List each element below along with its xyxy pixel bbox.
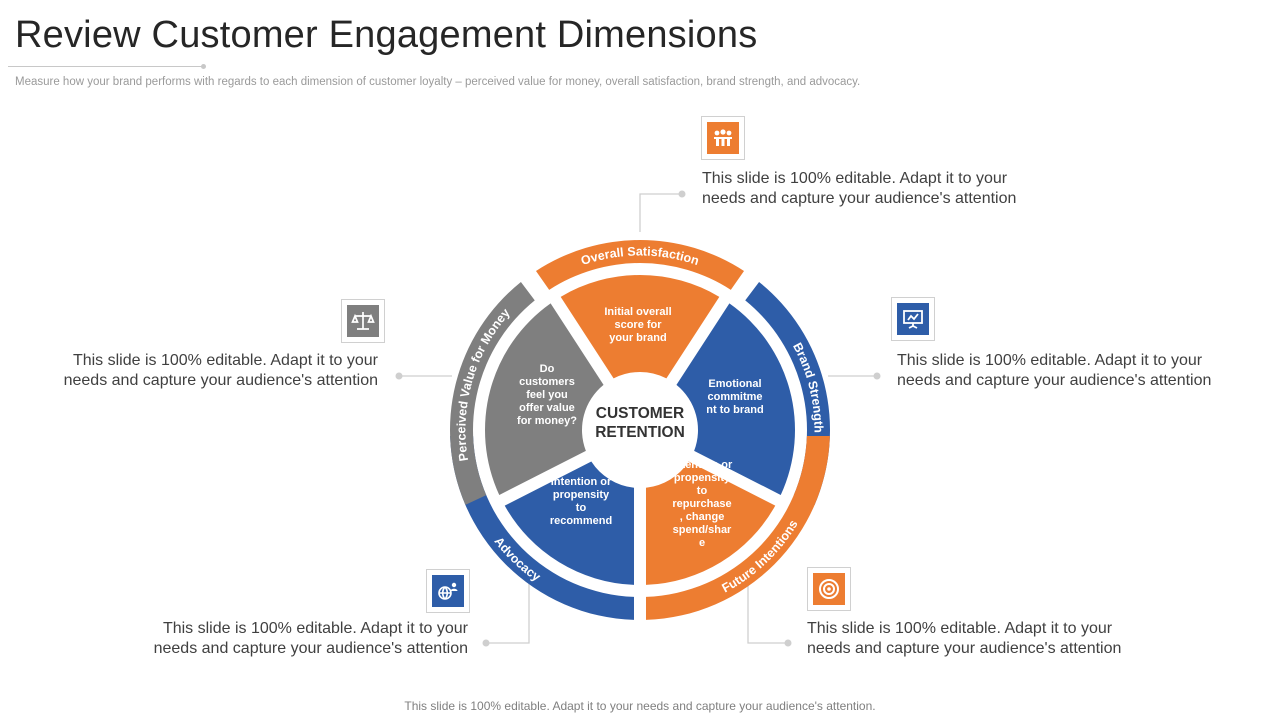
connector-dot-perceived-value (395, 372, 403, 380)
inner-text-line: offer value (519, 402, 575, 414)
group-icon (707, 122, 739, 154)
desc-line: needs and capture your audience's attent… (807, 639, 1122, 657)
connector-line-overall-satisfaction (639, 193, 682, 232)
inner-text-line: customers (519, 376, 575, 388)
desc-line: This slide is 100% editable. Adapt it to… (702, 170, 1008, 187)
outer-ring-segment-future-intentions (645, 435, 830, 620)
inner-text-line: for money? (517, 415, 577, 427)
inner-text-line: nt to brand (706, 404, 763, 416)
inner-text-line: propensity (553, 489, 610, 501)
scale-icon (347, 305, 379, 337)
icon-box-brand-strength (891, 297, 935, 341)
inner-text-line: repurchase (672, 498, 731, 510)
desc-line: needs and capture your audience's attent… (63, 371, 378, 389)
page-subtitle: Measure how your brand performs with reg… (15, 76, 861, 88)
inner-text-line: e (699, 537, 705, 549)
inner-text-line: feel you (526, 389, 568, 401)
inner-wedge-future-intentions (645, 461, 776, 585)
desc-future-intentions: This slide is 100% editable. Adapt it to… (807, 619, 1121, 658)
connector-dot-advocacy (482, 639, 490, 647)
desc-line: This slide is 100% editable. Adapt it to… (807, 620, 1113, 637)
center-label-line-2: RETENTION (595, 424, 685, 441)
desc-overall-satisfaction: This slide is 100% editable. Adapt it to… (702, 169, 1016, 208)
center-label-line-1: CUSTOMER (596, 405, 684, 422)
desc-line: This slide is 100% editable. Adapt it to… (897, 352, 1203, 369)
desc-line: needs and capture your audience's attent… (702, 189, 1017, 207)
title-underline (8, 64, 206, 69)
desc-perceived-value: This slide is 100% editable. Adapt it to… (64, 351, 378, 390)
inner-text-line: score for (614, 319, 662, 331)
icon-box-perceived-value (341, 299, 385, 343)
inner-text-line: Initial overall (604, 306, 671, 318)
connector-dot-future-intentions (784, 639, 792, 647)
title-underline-dot (201, 64, 206, 69)
desc-advocacy: This slide is 100% editable. Adapt it to… (154, 619, 468, 658)
globe-people-icon (432, 575, 464, 607)
inner-text-line: Intention or (551, 476, 612, 488)
center-circle (584, 374, 696, 486)
connector-line-future-intentions (747, 575, 788, 644)
inner-text-line: spend/shar (673, 524, 732, 536)
footer-note: This slide is 100% editable. Adapt it to… (404, 699, 876, 713)
inner-text-line: your brand (609, 332, 666, 344)
desc-line: needs and capture your audience's attent… (153, 639, 468, 657)
outer-ring-segment-overall-satisfaction (535, 240, 745, 290)
inner-wedge-perceived-value (484, 303, 604, 495)
inner-text-line: propensity (674, 472, 731, 484)
presentation-icon (897, 303, 929, 335)
inner-wedge-brand-strength (676, 303, 795, 495)
outer-ring-segment-perceived-value (450, 281, 535, 505)
connector-dot-brand-strength (873, 372, 881, 380)
connector-dot-overall-satisfaction (678, 190, 686, 198)
inner-text-line: , change (680, 511, 725, 523)
inner-text-line: Emotional (708, 378, 761, 390)
icon-box-overall-satisfaction (701, 116, 745, 160)
icon-box-advocacy (426, 569, 470, 613)
inner-text-line: commitme (707, 391, 762, 403)
desc-line: This slide is 100% editable. Adapt it to… (72, 352, 378, 369)
icon-box-future-intentions (807, 567, 851, 611)
desc-brand-strength: This slide is 100% editable. Adapt it to… (897, 351, 1211, 390)
inner-text-line: Do (540, 363, 555, 375)
inner-text-line: recommend (550, 515, 612, 527)
desc-line: This slide is 100% editable. Adapt it to… (162, 620, 468, 637)
page-title: Review Customer Engagement Dimensions (15, 14, 758, 56)
target-icon (813, 573, 845, 605)
connector-line-advocacy (486, 575, 530, 644)
inner-wedge-advocacy (504, 461, 635, 585)
inner-wedge-overall-satisfaction (560, 275, 720, 379)
inner-text-line: to (697, 485, 708, 497)
inner-text-line: Intention or (672, 459, 733, 471)
desc-line: needs and capture your audience's attent… (897, 371, 1212, 389)
inner-text-line: to (576, 502, 587, 514)
